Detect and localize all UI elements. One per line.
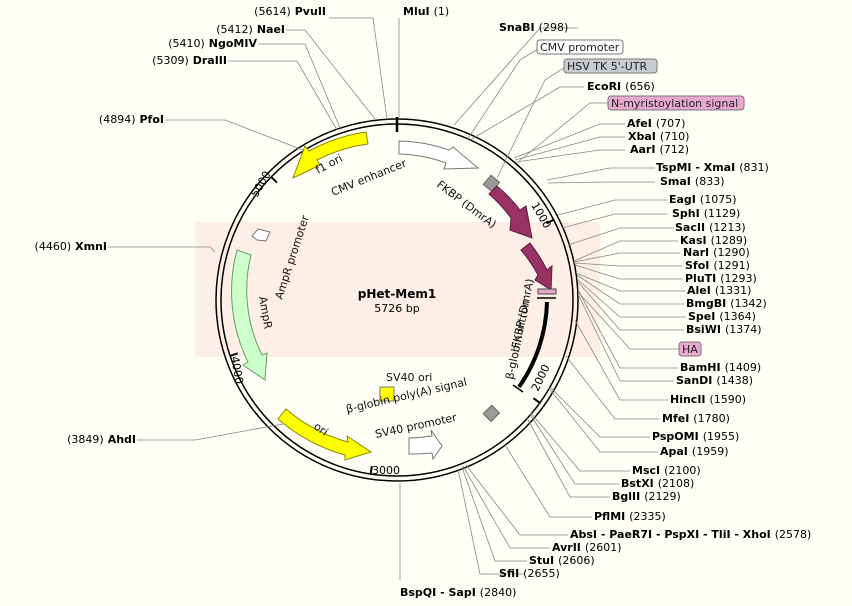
f1-ori-arrow: [292, 131, 369, 179]
polyA-feature-block: [482, 404, 501, 423]
tick-3000: [369, 465, 373, 475]
site-ahdi: (3849)AhdI: [67, 433, 136, 446]
site-afei: AfeI(707): [627, 117, 685, 130]
tick-label-3000: 3000: [372, 464, 400, 477]
label-ampr: AmpR: [256, 295, 275, 330]
map-title: pHet-Mem1: [358, 287, 436, 301]
site-smai: SmaI(833): [660, 175, 725, 188]
bglobin-intron-bar: [517, 301, 549, 389]
site-msci: MscI(2100): [632, 464, 701, 477]
site-mfei: MfeI(1780): [662, 412, 730, 425]
site-sphi: SphI(1129): [672, 207, 740, 220]
site-hincii: HincII(1590): [670, 393, 746, 406]
ha-box: [678, 341, 702, 357]
site-apai: ApaI(1959): [660, 445, 728, 458]
tick-marks: [229, 176, 555, 475]
site-pvuii: (5614)PvuII: [254, 5, 326, 18]
site-draiii: (5309)DraIII: [152, 54, 227, 67]
label-sv40-promoter: SV40 promoter: [374, 411, 458, 441]
cmv-promoter-box: [536, 39, 624, 55]
site-alei: AleI(1331): [687, 284, 751, 297]
site-pfoi: (4894)PfoI: [99, 113, 164, 126]
site-sandi: SanDI(1438): [676, 374, 753, 387]
site-bglii: BglII(2129): [612, 490, 681, 503]
ampr-arrow: [231, 249, 268, 381]
fkbp-arrow-2: [520, 242, 553, 291]
sv40-ori-block: [379, 386, 395, 402]
site-snabi: SnaBI(298): [499, 21, 568, 34]
site-ecori: EcoRI(656): [587, 80, 655, 93]
site-bsiwi: BsiWI(1374): [686, 323, 762, 336]
ampr-promoter-arrow: [251, 228, 271, 242]
tick-5000: [270, 176, 278, 184]
intron-end-mark: [512, 384, 524, 393]
site-pflmi: PflMI(2335): [594, 510, 666, 523]
label-sv40-ori: SV40 ori: [386, 371, 432, 384]
hsv-tk-box: [563, 58, 658, 74]
site-nari: NarI(1290): [683, 246, 750, 259]
site-bstxi: BstXI(2108): [621, 477, 694, 490]
n-myristoylation-label: N-myristoylation signal: [611, 97, 738, 110]
site-xmni: (4460)XmnI: [35, 240, 107, 253]
tick-label-5000: 5000: [248, 169, 273, 200]
site-spei: SpeI(1364): [688, 310, 756, 323]
site-pspomi: PspOMI(1955): [652, 430, 739, 443]
site-aari: AarI(712): [630, 143, 689, 156]
hsv-tk-label: HSV TK 5'-UTR: [567, 60, 647, 73]
site-ngomiv: (5410)NgoMIV: [168, 37, 257, 50]
site-eagi: EagI(1075): [669, 193, 736, 206]
site-tspmi-xmai: TspMI - XmaI(831): [656, 161, 769, 174]
tick-4000: [229, 352, 239, 357]
site-naei: (5412)NaeI: [216, 23, 285, 36]
site-stui: StuI(2606): [529, 554, 595, 567]
tick-1000: [546, 218, 555, 225]
site-xbai: XbaI(710): [628, 130, 689, 143]
map-size: 5726 bp: [374, 302, 419, 315]
site-bspqi-sapi: BspQI - SapI(2840): [400, 586, 516, 599]
watermark-band: [195, 222, 600, 357]
site-pluti: PluTI(1293): [685, 272, 757, 285]
leader-lines: [108, 17, 686, 580]
cmv-promoter-label: CMV promoter: [540, 41, 620, 54]
fkbp-arrow-1: [488, 185, 533, 239]
ha-label: HA: [682, 343, 698, 356]
sv40-promoter-arrow: [408, 429, 443, 461]
restriction-site-labels: (5614)PvuII MluI(1) (5412)NaeI (5410)Ngo…: [35, 5, 812, 599]
site-bamhi: BamHI(1409): [680, 361, 761, 374]
cmv-enhancer-arrow: [398, 140, 480, 170]
tick-2000: [532, 397, 541, 404]
site-bmgbi: BmgBI(1342): [686, 297, 767, 310]
site-sacii: SacII(1213): [675, 221, 746, 234]
site-sfii: SfiI(2655): [499, 567, 560, 580]
site-absi-xhoi: AbsI - PaeR7I - PspXI - TliI - XhoI(2578…: [570, 528, 811, 541]
ha-feature-block: [537, 288, 557, 295]
n-myristoylation-box: [607, 95, 745, 111]
tick-label-4000: 4000: [228, 355, 246, 385]
site-mlui: MluI(1): [403, 5, 449, 18]
site-sfoi: SfoI(1291): [685, 259, 750, 272]
site-kasi: KasI(1289): [680, 234, 747, 247]
ori-arrow: [277, 408, 373, 461]
site-avrii: AvrII(2601): [552, 541, 621, 554]
